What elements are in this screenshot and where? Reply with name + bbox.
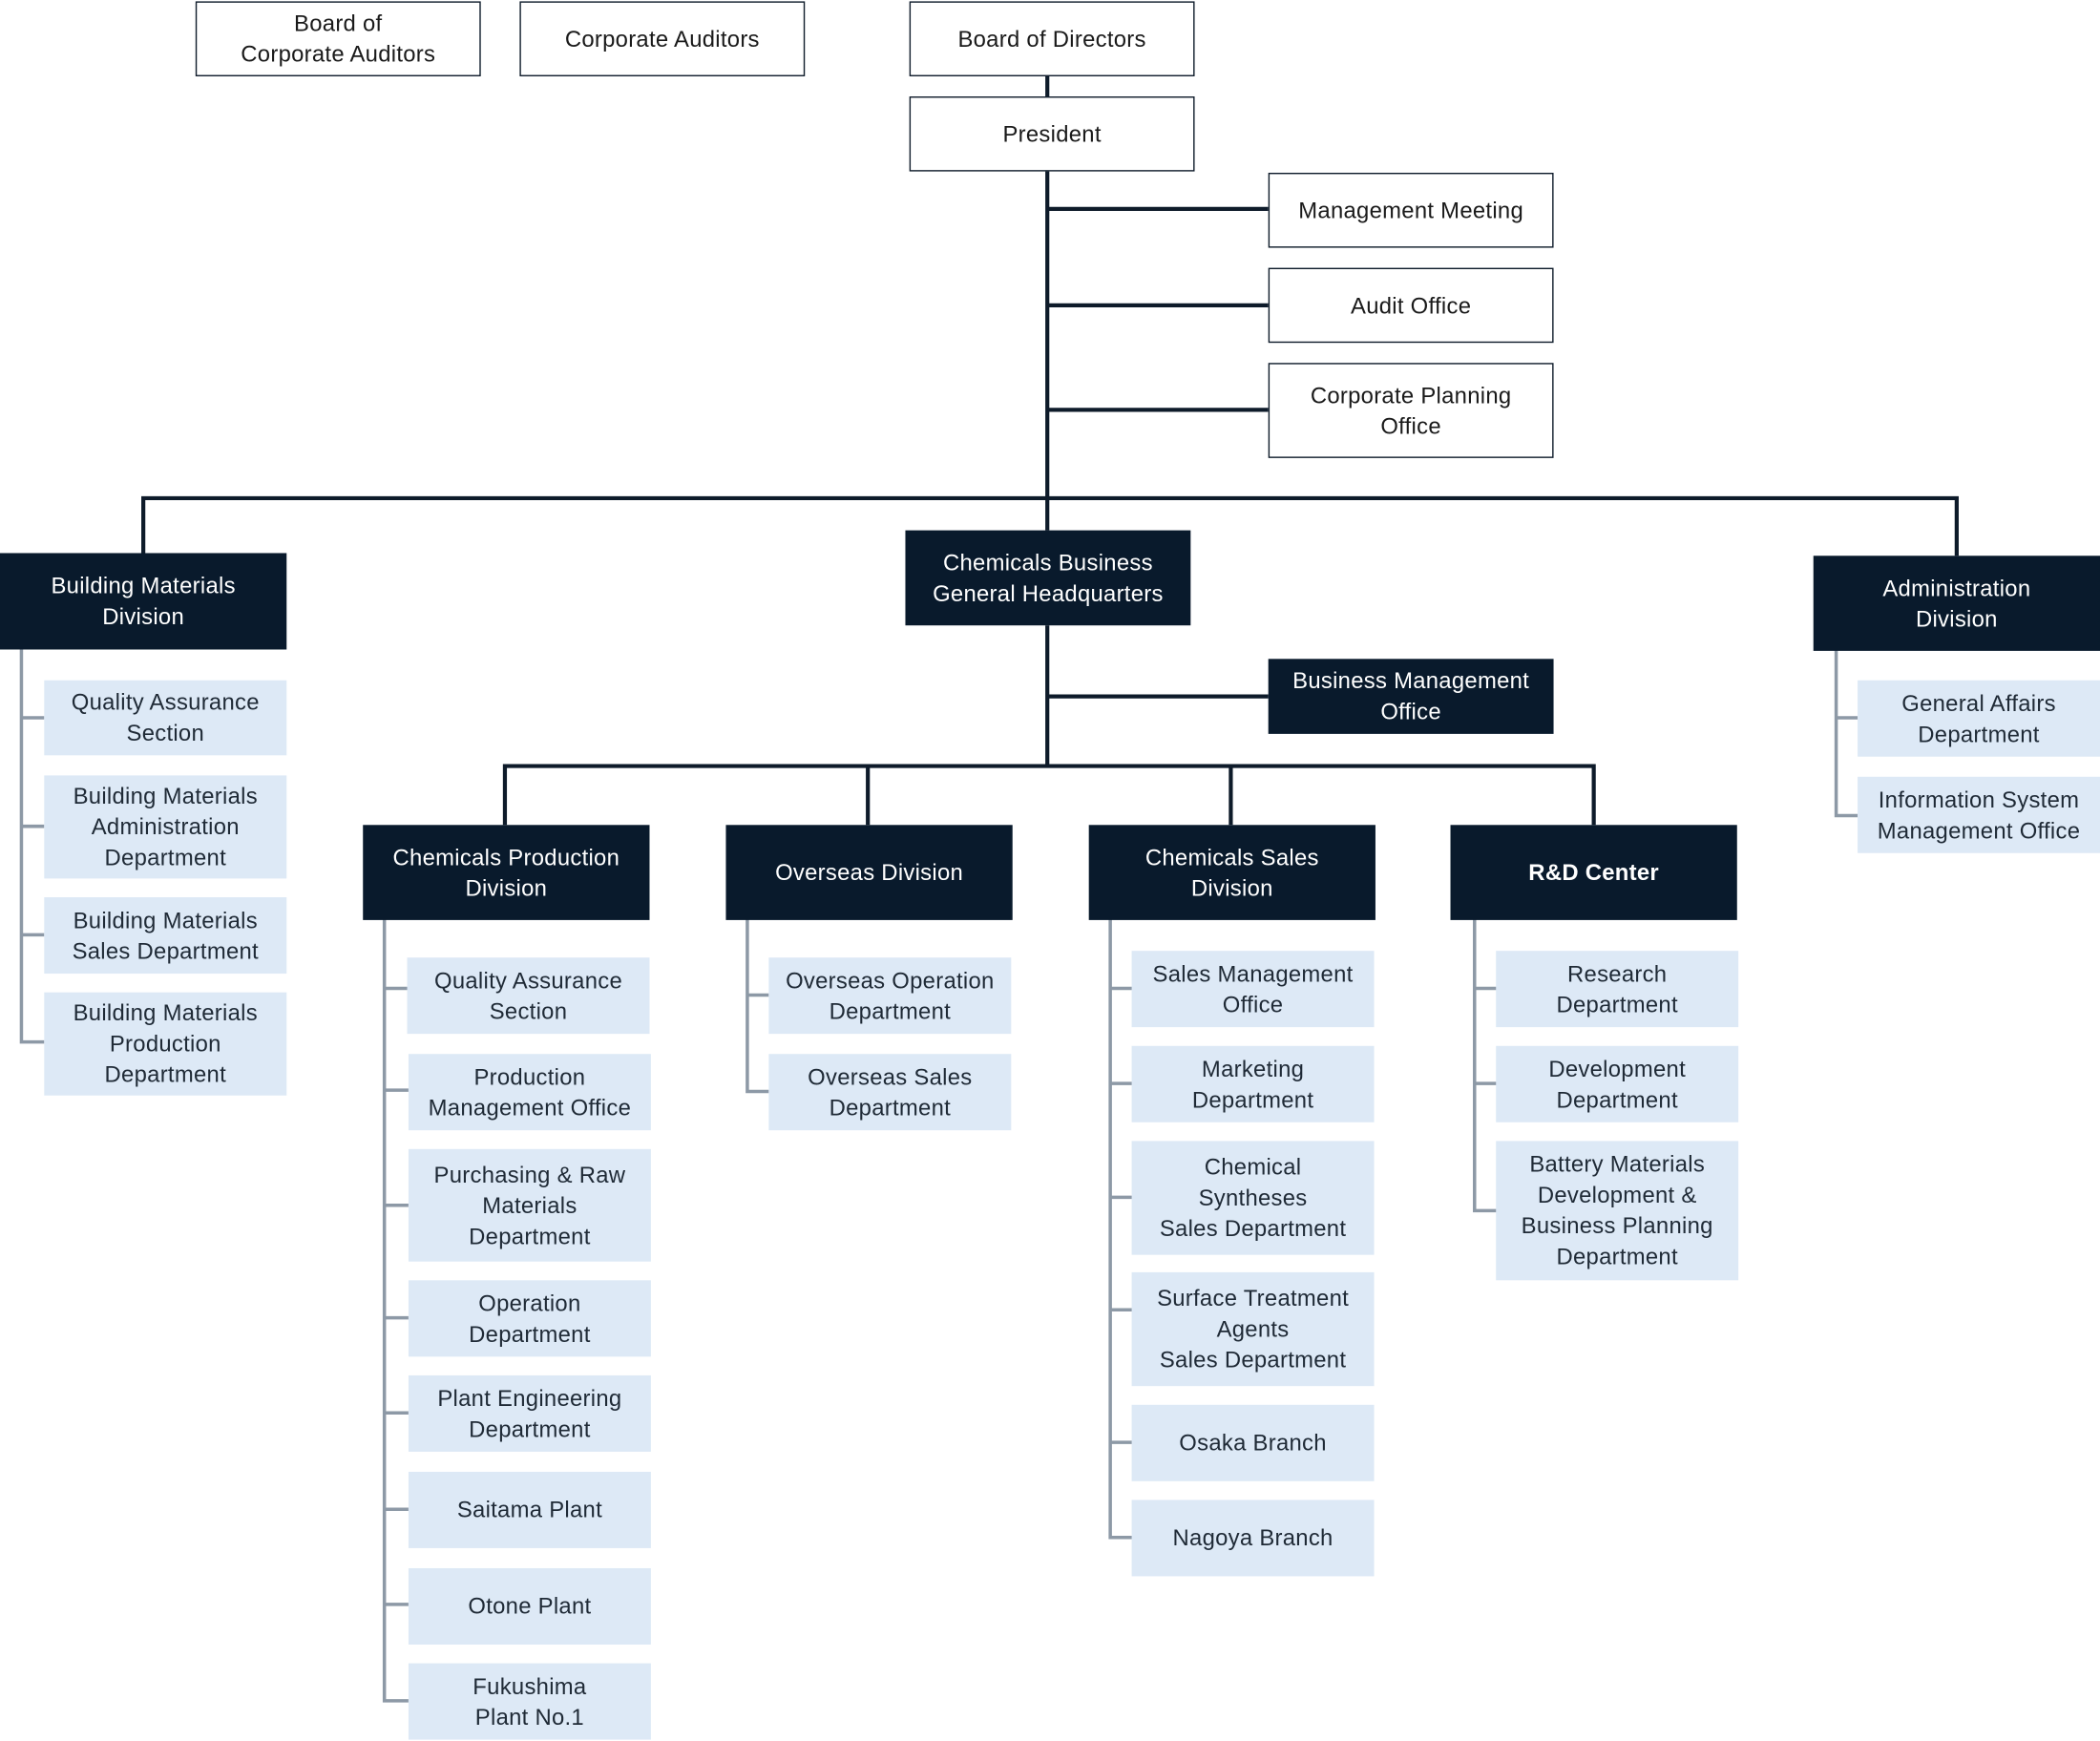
overseas-sales-box: Overseas Sales Department xyxy=(768,1054,1012,1131)
corporate-auditors-box: Corporate Auditors xyxy=(519,1,806,76)
board-of-directors-box: Board of Directors xyxy=(909,1,1195,76)
cs-sales-management-box: Sales Management Office xyxy=(1131,951,1375,1028)
cs-chemical-syntheses-box: Chemical Syntheses Sales Department xyxy=(1131,1141,1375,1255)
general-affairs-box: General Affairs Department xyxy=(1858,680,2100,757)
rd-research-box: Research Department xyxy=(1496,951,1739,1028)
cs-nagoya-branch-box: Nagoya Branch xyxy=(1131,1500,1375,1577)
board-of-corporate-auditors-box: Board of Corporate Auditors xyxy=(195,1,481,76)
audit-office-box: Audit Office xyxy=(1268,267,1554,344)
chemicals-sales-division-box: Chemicals Sales Division xyxy=(1088,825,1376,920)
management-meeting-box: Management Meeting xyxy=(1268,172,1554,248)
bm-administration-box: Building Materials Administration Depart… xyxy=(44,775,287,879)
rd-development-box: Development Department xyxy=(1496,1045,1739,1122)
building-materials-division-box: Building Materials Division xyxy=(0,553,287,650)
chemicals-hq-box: Chemicals Business General Headquarters xyxy=(905,530,1191,626)
cp-production-management-box: Production Management Office xyxy=(408,1054,651,1131)
information-system-box: Information System Management Office xyxy=(1858,776,2100,853)
corporate-planning-office-box: Corporate Planning Office xyxy=(1268,363,1554,458)
cp-fukushima-plant-box: Fukushima Plant No.1 xyxy=(408,1663,651,1740)
president-box: President xyxy=(909,96,1195,172)
rd-center-box: R&D Center xyxy=(1450,825,1737,920)
cp-plant-engineering-box: Plant Engineering Department xyxy=(408,1374,651,1452)
cs-surface-treatment-box: Surface Treatment Agents Sales Departmen… xyxy=(1131,1271,1375,1387)
cs-osaka-branch-box: Osaka Branch xyxy=(1131,1404,1375,1481)
chemicals-production-division-box: Chemicals Production Division xyxy=(363,825,650,920)
administration-division-box: Administration Division xyxy=(1813,556,2100,651)
cp-operation-box: Operation Department xyxy=(408,1280,651,1357)
cp-purchasing-box: Purchasing & Raw Materials Department xyxy=(408,1148,651,1262)
bm-sales-box: Building Materials Sales Department xyxy=(44,897,287,975)
rd-battery-materials-box: Battery Materials Development & Business… xyxy=(1496,1141,1739,1281)
cp-otone-plant-box: Otone Plant xyxy=(408,1567,651,1645)
bm-production-box: Building Materials Production Department xyxy=(44,992,287,1096)
overseas-division-box: Overseas Division xyxy=(725,825,1013,920)
bm-quality-assurance-box: Quality Assurance Section xyxy=(44,680,287,756)
cs-marketing-box: Marketing Department xyxy=(1131,1045,1375,1122)
overseas-operation-box: Overseas Operation Department xyxy=(768,957,1012,1035)
business-management-office-box: Business Management Office xyxy=(1268,659,1554,734)
cp-saitama-plant-box: Saitama Plant xyxy=(408,1471,651,1548)
cp-quality-assurance-box: Quality Assurance Section xyxy=(407,957,650,1035)
